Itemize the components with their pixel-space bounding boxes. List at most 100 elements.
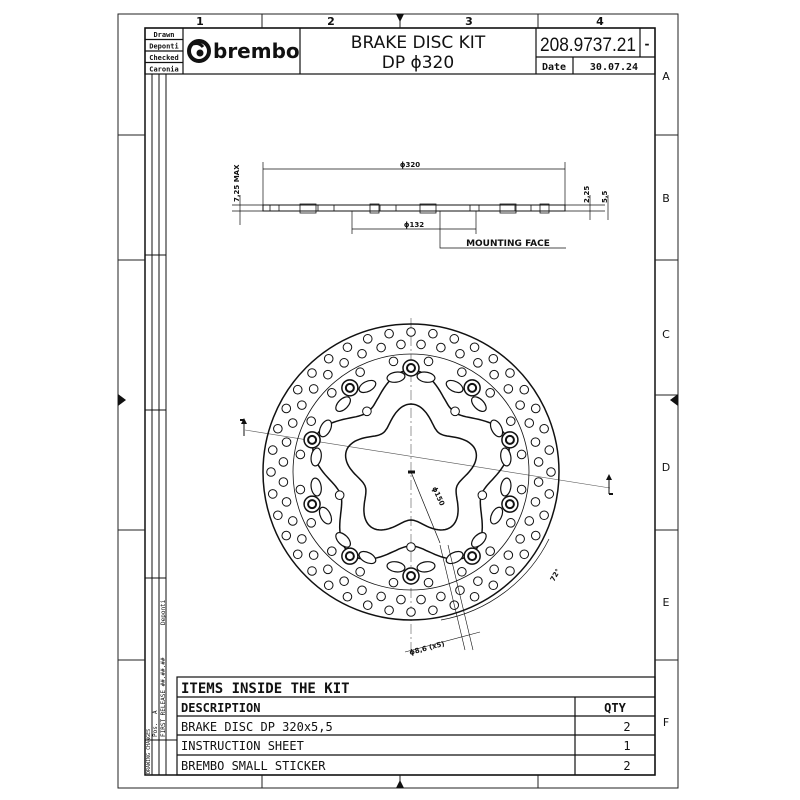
carrier-window: [489, 419, 504, 438]
drill-hole: [376, 591, 386, 602]
drill-hole: [539, 510, 549, 521]
profile-button: [299, 203, 317, 214]
drill-hole: [406, 327, 416, 337]
drill-hole: [287, 516, 298, 526]
kit-table: ITEMS INSIDE THE KIT DESCRIPTION QTY BRA…: [176, 676, 656, 776]
drawing-changes-label: DRAWING CHANGES: [146, 729, 152, 774]
drill-hole: [455, 348, 465, 359]
carrier-window: [335, 396, 351, 412]
floating-buttons: [303, 359, 519, 585]
drill-hole: [297, 400, 307, 410]
drill-hole: [505, 416, 516, 426]
item-qty: 1: [623, 739, 630, 753]
drill-hole: [505, 368, 515, 378]
drill-hole: [423, 356, 434, 367]
description-header: DESCRIPTION: [181, 701, 260, 715]
drill-hole: [308, 550, 319, 560]
drill-hole: [323, 564, 333, 575]
drill-hole: [530, 403, 541, 414]
drill-hole: [428, 605, 438, 616]
drill-hole: [342, 342, 353, 353]
drill-hole: [428, 328, 438, 339]
carrier-window: [489, 506, 504, 525]
table-row: INSTRUCTION SHEET 1: [181, 739, 631, 753]
table-row: BRAKE DISC DP 320x5,5 2: [181, 720, 631, 734]
floating-button-rivet: [467, 382, 478, 393]
height-dim: 7,25 MAX: [233, 164, 241, 202]
drill-hole: [473, 576, 483, 586]
drill-hole: [384, 605, 394, 616]
drill-hole: [267, 445, 278, 455]
thickness-dim: 5,5: [601, 190, 609, 203]
drill-hole: [355, 566, 365, 577]
drill-hole: [524, 516, 535, 526]
item-qty: 2: [623, 720, 630, 734]
drill-hole: [530, 497, 541, 507]
drill-hole: [295, 484, 306, 495]
drill-hole: [278, 477, 289, 487]
drill-hole: [436, 342, 446, 353]
drill-hole: [281, 497, 292, 507]
drawn-label: Drawn: [153, 31, 174, 39]
drill-hole: [281, 530, 292, 541]
drill-hole: [544, 489, 555, 499]
section-arrow-right: [606, 474, 613, 495]
drill-hole: [307, 368, 317, 378]
floating-button-rivet: [344, 551, 355, 562]
item-description: BRAKE DISC DP 320x5,5: [181, 720, 333, 734]
column-label: 1: [196, 15, 204, 28]
drill-hole: [533, 477, 544, 487]
drill-hole: [457, 367, 467, 378]
drill-hole: [339, 576, 349, 586]
drill-hole: [266, 467, 276, 477]
qty-header: QTY: [604, 701, 626, 715]
drill-hole: [278, 457, 289, 467]
drill-hole: [530, 530, 541, 541]
drill-hole: [339, 358, 349, 368]
bolt-hole: [334, 490, 345, 500]
profile-button: [379, 204, 397, 212]
zone-dividers: [118, 14, 678, 788]
drill-hole: [357, 585, 367, 596]
drill-hole: [485, 388, 495, 398]
release-author: Deponti: [160, 599, 167, 625]
release-note: FIRST RELEASE ##.##.##: [160, 657, 167, 737]
drill-hole: [281, 403, 292, 414]
checked-label: Checked: [149, 54, 179, 62]
column-label: 4: [596, 15, 604, 28]
drill-hole: [530, 437, 541, 447]
drill-hole: [323, 580, 334, 591]
front-view: ϕ150 ϕ8,6 (x5) 72°: [240, 318, 613, 657]
profile-button: [419, 203, 437, 214]
drill-hole: [406, 607, 416, 617]
drill-hole: [292, 384, 303, 395]
drill-hole: [519, 384, 530, 395]
row-label: F: [663, 716, 669, 729]
bolt-hole-dim: ϕ8,6 (x5): [408, 640, 445, 657]
revision-strip: Pos. A FIRST RELEASE ##.##.## Deponti DR…: [145, 74, 177, 775]
drill-hole: [273, 510, 283, 521]
drill-hole: [376, 342, 386, 353]
offset-dim: 2,25: [583, 186, 591, 203]
drill-hole: [323, 369, 333, 380]
floating-button-rivet: [344, 382, 355, 393]
row-label: C: [662, 328, 670, 341]
profile-button: [317, 204, 335, 212]
drill-hole: [436, 591, 446, 602]
column-label: 3: [465, 15, 473, 28]
drill-hole: [455, 585, 465, 596]
item-qty: 2: [623, 759, 630, 773]
outer-frame: [117, 13, 679, 789]
carrier-window: [358, 379, 377, 394]
carrier-window: [386, 371, 406, 383]
drill-hole: [544, 445, 555, 455]
carrier-window: [310, 477, 322, 497]
title-block: Drawn Deponti Checked Caronia brembo BRA…: [144, 27, 656, 75]
carrier-window: [471, 532, 487, 548]
profile-button: [469, 204, 480, 212]
drill-hole: [505, 566, 515, 576]
drill-hole: [362, 334, 373, 344]
carrier-window: [318, 419, 333, 438]
drill-hole: [449, 334, 460, 344]
